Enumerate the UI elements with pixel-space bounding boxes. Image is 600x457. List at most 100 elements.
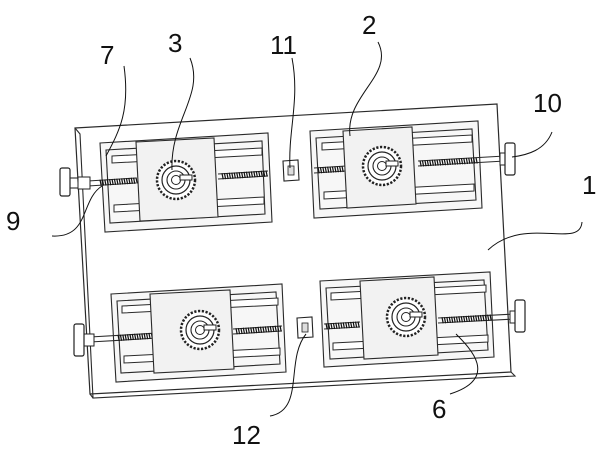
screw-thread [243, 171, 246, 179]
screw-thread [463, 158, 466, 165]
screw-thread [330, 322, 333, 330]
screw-thread [468, 157, 471, 165]
screw-thread [99, 179, 102, 186]
screw-thread [255, 326, 258, 334]
screw-thread [431, 159, 434, 166]
screw-thread [122, 334, 125, 341]
screw-thread [267, 326, 270, 333]
clamp-unit-bottom-right [319, 271, 526, 368]
screw-thread [443, 317, 447, 324]
screw-thread [131, 333, 134, 341]
screw-thread [465, 315, 468, 323]
screw-thread [448, 316, 451, 324]
screw-thread [327, 323, 331, 330]
screw-thread [324, 166, 327, 174]
screw-thread [262, 326, 265, 333]
screw-thread [327, 166, 330, 173]
screw-thread [141, 333, 144, 340]
screw-thread [238, 172, 241, 179]
screw-thread [253, 171, 256, 178]
knob-br [385, 296, 427, 338]
screw-thread [473, 157, 476, 164]
screw-thread [242, 327, 246, 334]
screw-thread [319, 167, 323, 174]
screw-thread [148, 332, 151, 340]
screw-thread [332, 322, 336, 330]
lead-screw-br [323, 313, 516, 330]
screw-thread [128, 177, 131, 185]
screw-thread [421, 160, 425, 167]
screw-thread [357, 321, 360, 328]
screw-thread [342, 322, 345, 329]
callout-11: 11 [270, 30, 297, 60]
screw-thread [106, 179, 109, 186]
screw-thread [133, 177, 136, 184]
screw-thread [340, 322, 343, 329]
screw-thread [436, 159, 439, 166]
screw-thread [226, 172, 229, 180]
screw-thread [130, 177, 133, 184]
screw-thread [263, 170, 266, 177]
screw-thread [236, 172, 239, 179]
screw-thread [482, 314, 485, 322]
screw-thread [277, 325, 280, 332]
screw-thread [123, 178, 126, 185]
screw-thread [250, 171, 254, 178]
screw-thread [259, 326, 263, 333]
screw-thread [487, 314, 490, 321]
screw-thread [337, 322, 341, 329]
screw-thread [223, 172, 227, 180]
screw-thread [265, 170, 268, 177]
lead-screw-tr [313, 155, 506, 174]
screw-thread [424, 160, 427, 167]
screw-thread [470, 157, 473, 164]
screw-thread [252, 327, 255, 334]
screw-thread [134, 333, 137, 340]
screw-thread [257, 326, 260, 334]
callout-10: 10 [533, 88, 562, 118]
screw-thread [233, 172, 236, 179]
screw-thread [475, 157, 478, 164]
screw-thread [448, 158, 451, 166]
screw-thread [451, 158, 454, 165]
screw-thread [463, 315, 466, 323]
screw-thread [352, 321, 355, 328]
side-bolt-tr [499, 142, 516, 176]
center-block-11 [282, 159, 300, 182]
screw-thread [145, 332, 149, 340]
side-bolt-bl [73, 323, 95, 357]
screw-thread [455, 316, 459, 323]
screw-thread [245, 327, 248, 334]
screw-thread [460, 158, 464, 165]
callout-1: 1 [582, 170, 596, 200]
screw-thread [241, 171, 244, 179]
screw-thread [269, 325, 272, 333]
screw-thread [345, 322, 348, 329]
screw-thread [336, 166, 339, 173]
screw-thread [479, 314, 483, 322]
screw-thread [228, 172, 232, 179]
knob-tr [361, 145, 403, 187]
screw-thread [434, 159, 437, 166]
clamp-unit-top-right [309, 120, 516, 219]
screw-thread [477, 315, 480, 322]
screw-thread [237, 327, 241, 335]
screw-thread [465, 157, 469, 165]
screw-thread [248, 171, 251, 178]
screw-thread [113, 178, 117, 186]
screw-thread [451, 316, 454, 323]
center-block-12 [296, 316, 314, 339]
screw-thread [443, 159, 447, 166]
screw-thread [458, 158, 461, 165]
screw-thread [143, 333, 146, 340]
lead-screw-tl [87, 170, 269, 187]
screw-thread [426, 159, 430, 167]
screw-thread [335, 322, 338, 329]
screw-thread [325, 323, 328, 330]
side-bolt-br [509, 299, 526, 333]
screw-thread [484, 314, 487, 321]
clamp-unit-bottom-left [73, 283, 287, 383]
screw-thread [350, 321, 353, 329]
